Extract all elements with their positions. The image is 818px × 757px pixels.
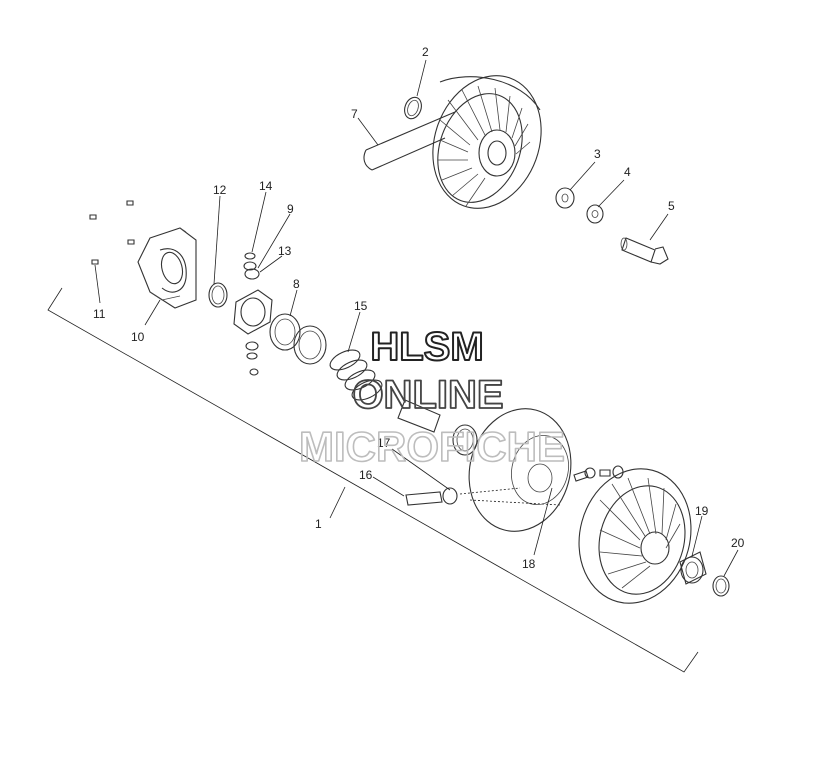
callout-19: 19: [695, 504, 709, 518]
callout-2: 2: [422, 45, 429, 59]
callout-5: 5: [668, 199, 675, 213]
snap-ring-part: [712, 575, 730, 597]
callout-7: 7: [351, 107, 358, 121]
callout-20: 20: [731, 536, 745, 550]
sheave-bolts: [573, 465, 624, 482]
small-hardware-stack: [243, 252, 260, 376]
spring-part: [329, 349, 383, 401]
moveable-sheave-part: [468, 408, 572, 532]
callout-12: 12: [213, 183, 227, 197]
callout-18: 18: [522, 557, 536, 571]
belt-and-sheave-assembly: [363, 75, 542, 209]
callout-14: 14: [259, 179, 273, 193]
fixed-sheave-part: [578, 468, 692, 604]
seal-part: [293, 325, 327, 365]
watermark-line-1: HLSM: [370, 325, 483, 369]
callout-labels: 1 2 3 4 5 7 8 9 10 11 12 13 14 15 16 17 …: [93, 45, 745, 571]
callout-9: 9: [287, 202, 294, 216]
bearing-part: [679, 551, 707, 585]
watermark: HLSM ONLINE MICROFICHE: [298, 324, 566, 471]
spider-housing-part: [233, 289, 273, 335]
assembly-bracket-line: [47, 287, 699, 673]
screw-parts: [89, 200, 135, 265]
callout-1: 1: [315, 517, 322, 531]
washer-part: [555, 187, 604, 224]
ring-part: [404, 96, 422, 120]
callout-15: 15: [354, 299, 368, 313]
pin-and-roller: [405, 487, 561, 506]
callout-10: 10: [131, 330, 145, 344]
sleeve-and-oring: [397, 399, 478, 456]
callout-4: 4: [624, 165, 631, 179]
watermark-line-3: MICROFICHE: [299, 423, 565, 470]
leader-lines: [94, 59, 739, 577]
bolt-part: [620, 237, 669, 265]
circlip-part: [208, 282, 228, 308]
callout-8: 8: [293, 277, 300, 291]
callout-11: 11: [93, 307, 106, 321]
callout-3: 3: [594, 147, 601, 161]
watermark-line-2: ONLINE: [352, 373, 503, 417]
retainer-plate-part: [269, 313, 301, 351]
cover-part: [137, 227, 197, 309]
callout-17: 17: [377, 436, 391, 450]
callout-13: 13: [278, 244, 292, 258]
callout-16: 16: [359, 468, 373, 482]
